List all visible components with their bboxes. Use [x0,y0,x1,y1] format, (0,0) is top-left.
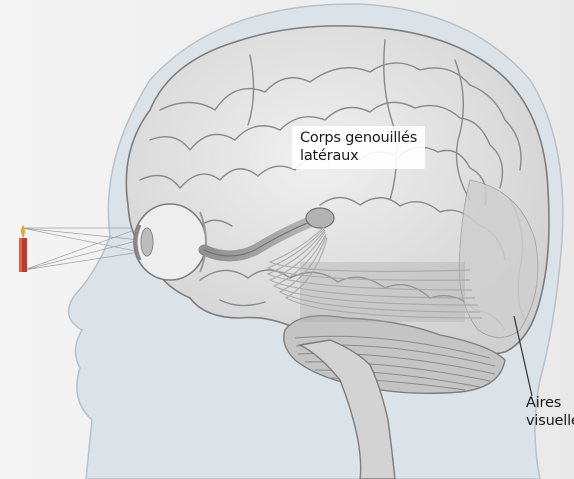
lgn-label-line1: Corps genouillés [300,129,417,147]
visual-areas-label-line1: Aires [526,394,574,412]
eye-icon [134,204,206,280]
lgn-label-line2: latéraux [300,147,417,165]
visual-areas-label: Aires visuelles [526,394,574,430]
lgn-label: Corps genouillés latéraux [292,126,425,169]
radiation-band [300,262,465,322]
lateral-geniculate-nucleus [306,208,334,228]
visual-areas-label-line2: visuelles [526,412,574,430]
